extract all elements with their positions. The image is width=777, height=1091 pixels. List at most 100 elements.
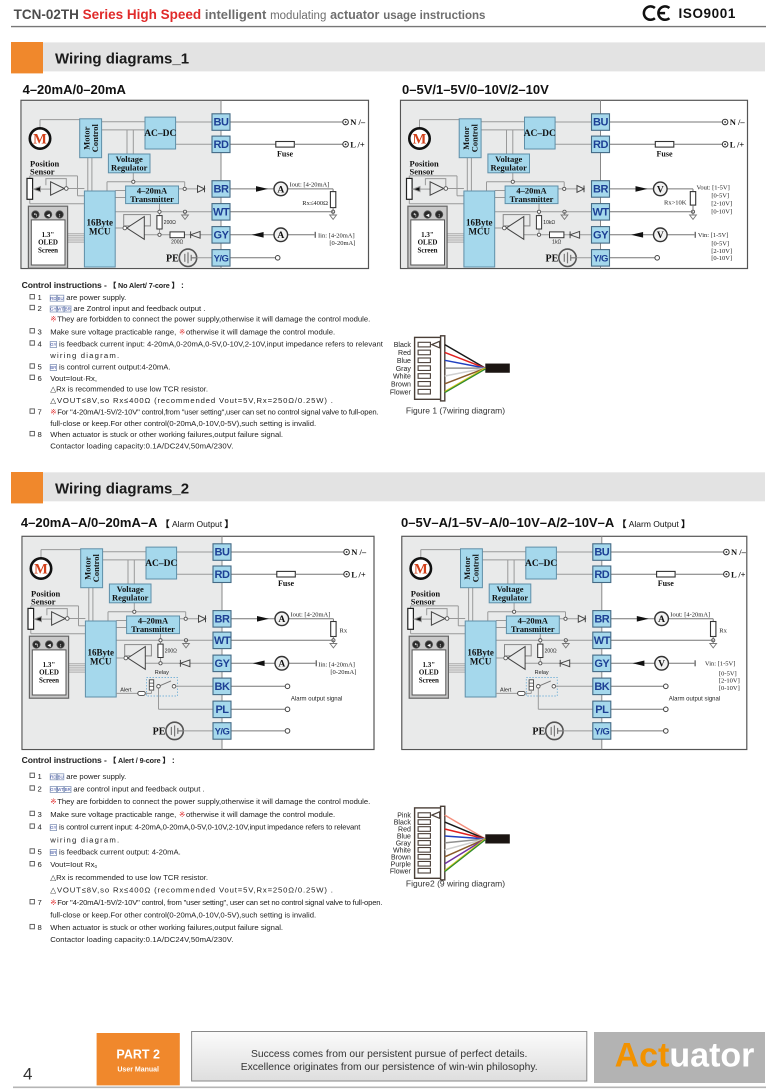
svg-text:For "4-20mA/1-5V/2-10V" contro: For "4-20mA/1-5V/2-10V" control, from "u… xyxy=(57,898,382,907)
svg-text:White: White xyxy=(393,374,411,381)
svg-text:Alert: Alert xyxy=(500,687,512,693)
svg-text:Regulator: Regulator xyxy=(492,592,529,602)
svg-text:0–5V/1–5V/0–10V/2–10V: 0–5V/1–5V/0–10V/2–10V xyxy=(402,82,549,97)
svg-text:16Byte: 16Byte xyxy=(87,217,114,227)
svg-text:Transmitter: Transmitter xyxy=(130,194,174,204)
svg-text:GY: GY xyxy=(50,342,56,347)
svg-text:16Byte: 16Byte xyxy=(467,647,494,657)
svg-text:1: 1 xyxy=(38,293,42,302)
svg-text:Contactor loading capacity:0.1: Contactor loading capacity:0.1A/DC24V,50… xyxy=(50,441,233,450)
svg-text:are control input and feedback: are control input and feedback output . xyxy=(73,785,204,794)
svg-text:※: ※ xyxy=(50,408,56,417)
svg-text:Regulator: Regulator xyxy=(111,162,148,172)
svg-text:Position: Position xyxy=(411,588,441,598)
svg-text:Y/G: Y/G xyxy=(593,254,608,265)
svg-text:Rx≤400Ω: Rx≤400Ω xyxy=(302,200,328,207)
svg-text:200Ω: 200Ω xyxy=(164,220,176,226)
svg-text:8: 8 xyxy=(38,923,42,932)
svg-text:otherwise it will damage the c: otherwise it will damage the control mod… xyxy=(186,327,335,336)
svg-text:Screen: Screen xyxy=(419,677,439,685)
svg-text:△Rx is recommended to use low: △Rx is recommended to use low TCR resist… xyxy=(50,873,208,882)
svg-text:[0-5V]: [0-5V] xyxy=(711,240,729,247)
svg-text:↕: ↕ xyxy=(59,643,62,649)
svg-text:Vin: [1-5V]: Vin: [1-5V] xyxy=(705,660,735,667)
svg-text:GY: GY xyxy=(50,307,56,312)
svg-text:PL: PL xyxy=(595,704,609,716)
svg-text:△Rx is recommended to use low: △Rx is recommended to use low TCR resist… xyxy=(50,385,208,394)
svg-text:PE: PE xyxy=(153,727,166,738)
svg-text:16Byte: 16Byte xyxy=(466,217,493,227)
svg-text:N /–: N /– xyxy=(351,547,367,557)
svg-text:[0-10V]: [0-10V] xyxy=(711,255,732,262)
svg-text:Vout: [1-5V]: Vout: [1-5V] xyxy=(697,185,730,192)
svg-text:Figure2 (9 wiring diagram): Figure2 (9 wiring diagram) xyxy=(406,879,505,889)
svg-text:Fuse: Fuse xyxy=(277,149,293,158)
svg-text:WT: WT xyxy=(214,635,231,647)
svg-text:4: 4 xyxy=(38,823,43,832)
svg-text:Voltage: Voltage xyxy=(117,584,144,594)
svg-text:full-close or keep.For other c: full-close or keep.For other control(0-2… xyxy=(50,910,316,919)
svg-text:1.3": 1.3" xyxy=(42,231,55,239)
svg-text:Sensor: Sensor xyxy=(410,166,435,176)
svg-text:1kΩ: 1kΩ xyxy=(552,240,561,246)
svg-text:RD: RD xyxy=(593,139,608,151)
svg-text:PE: PE xyxy=(166,253,179,264)
svg-text:Sensor: Sensor xyxy=(411,596,436,606)
svg-text:Make sure voltage practicable: Make sure voltage practicable range, xyxy=(50,327,176,336)
svg-text:full-close or keep.For other c: full-close or keep.For other control(0-2… xyxy=(50,419,316,428)
svg-text:RD: RD xyxy=(50,296,56,301)
svg-text:4–20mA: 4–20mA xyxy=(138,616,169,626)
svg-text:MCU: MCU xyxy=(469,226,491,236)
svg-text:Black: Black xyxy=(394,342,412,349)
svg-text:Fuse: Fuse xyxy=(658,579,674,588)
svg-text:Red: Red xyxy=(398,350,411,357)
svg-text:Brown: Brown xyxy=(391,854,411,861)
svg-text:are power supply.: are power supply. xyxy=(66,293,126,302)
svg-text:otherwise it will damage the c: otherwise it will damage the control mod… xyxy=(186,810,335,819)
svg-text:BR: BR xyxy=(65,787,71,792)
svg-text:BR: BR xyxy=(214,184,229,196)
svg-text:Transmitter: Transmitter xyxy=(131,624,175,634)
svg-text:PL: PL xyxy=(215,704,229,716)
svg-text:AC–DC: AC–DC xyxy=(145,559,177,569)
svg-text:3: 3 xyxy=(38,810,42,819)
svg-text:↕: ↕ xyxy=(439,643,442,649)
svg-text:GY: GY xyxy=(50,787,56,792)
svg-text:Transmitter: Transmitter xyxy=(511,624,555,634)
svg-text:is control current input: 4-20: is control current input: 4-20mA,0-20mA,… xyxy=(59,823,361,832)
svg-text:2: 2 xyxy=(38,785,42,794)
svg-text:A: A xyxy=(278,615,285,625)
svg-text:6: 6 xyxy=(38,860,42,869)
svg-text:Control instructions - 【 Alert: Control instructions - 【 Alert / 9-core … xyxy=(22,755,175,765)
svg-text:M: M xyxy=(413,132,427,148)
svg-text:↰: ↰ xyxy=(413,212,418,219)
svg-text:When actuator is stuck or othe: When actuator is stuck or other working … xyxy=(50,923,283,932)
svg-text:Vout=Iout Rx。: Vout=Iout Rx。 xyxy=(50,860,102,869)
svg-text:Wiring diagrams_1: Wiring diagrams_1 xyxy=(55,50,189,67)
svg-text:AC–DC: AC–DC xyxy=(524,129,556,139)
svg-text:BK: BK xyxy=(594,681,609,693)
svg-text:7: 7 xyxy=(38,898,42,907)
svg-text:PE: PE xyxy=(546,253,559,264)
svg-text:Pink: Pink xyxy=(397,813,411,820)
svg-text:Rx: Rx xyxy=(719,628,727,635)
svg-text:BR: BR xyxy=(50,365,56,370)
svg-text:Position: Position xyxy=(31,588,61,598)
svg-text:BU: BU xyxy=(58,296,64,301)
svg-text:Actuator: Actuator xyxy=(615,1037,755,1075)
svg-text:OLED: OLED xyxy=(418,239,438,247)
svg-text:4–20mA/0–20mA: 4–20mA/0–20mA xyxy=(23,82,127,97)
svg-text:Control instructions - 【 No Al: Control instructions - 【 No Alert/ 7-cor… xyxy=(22,280,184,290)
svg-text:WT: WT xyxy=(213,207,230,219)
svg-text:BU: BU xyxy=(593,117,608,129)
svg-text:↰: ↰ xyxy=(414,642,419,649)
svg-text:Regulator: Regulator xyxy=(112,592,149,602)
svg-text:4–20mA–A/0–20mA–A 【 Alarm Outp: 4–20mA–A/0–20mA–A 【 Alarm Output 】 xyxy=(21,515,234,530)
svg-text:Success comes from our persist: Success comes from our persistent pursue… xyxy=(251,1049,527,1060)
svg-text:wiring diagram.: wiring diagram. xyxy=(49,351,120,360)
svg-text:Alarm output signal: Alarm output signal xyxy=(291,696,342,702)
svg-text:BU: BU xyxy=(215,547,230,559)
svg-text:Wiring diagrams_2: Wiring diagrams_2 xyxy=(55,480,189,497)
svg-text:Vin: [1-5V]: Vin: [1-5V] xyxy=(698,232,728,239)
svg-text:Blue: Blue xyxy=(397,834,411,841)
